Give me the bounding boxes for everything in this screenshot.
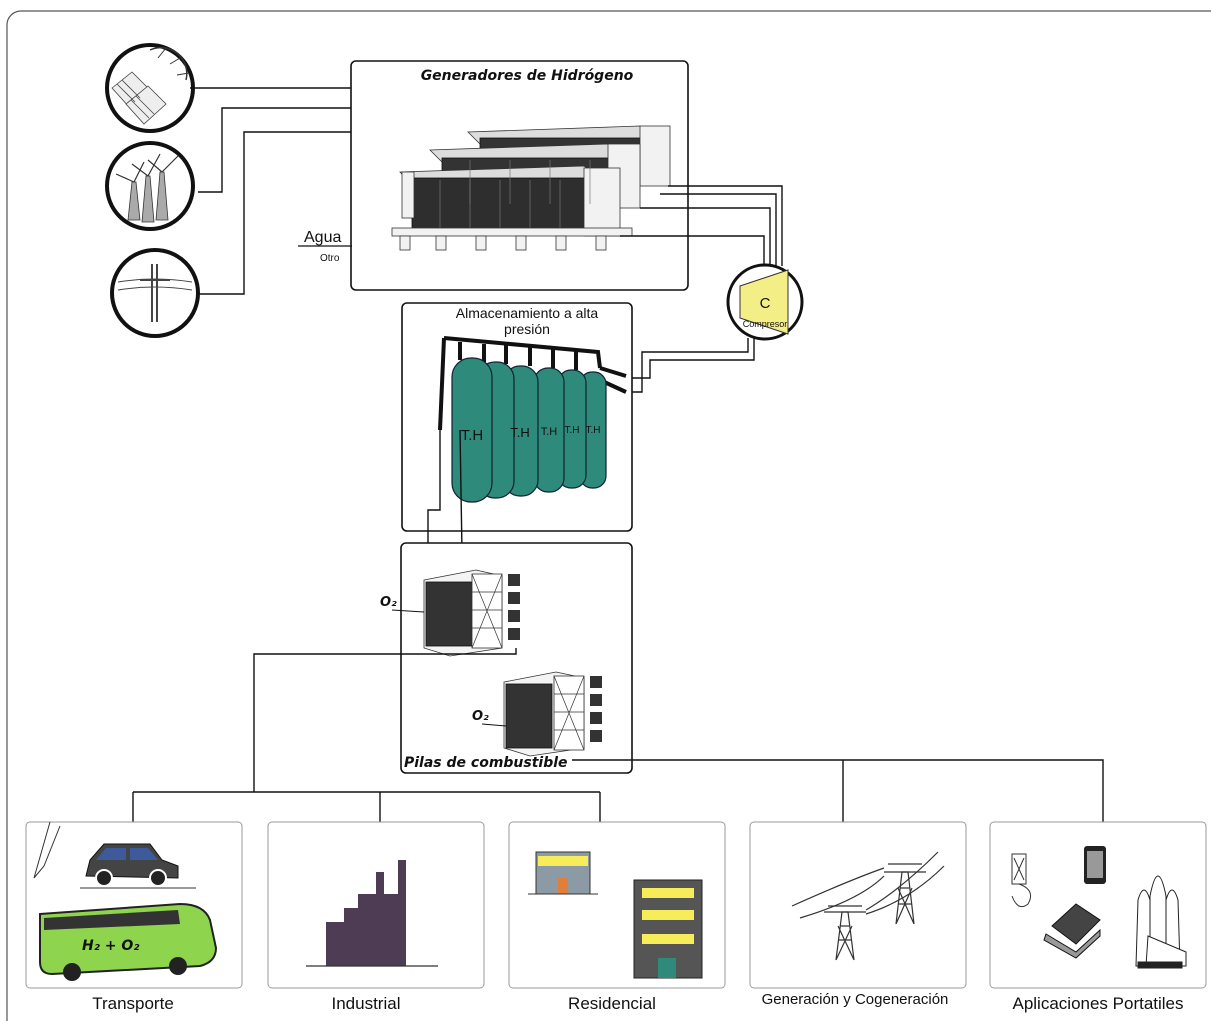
tank-label: T.H — [541, 426, 558, 438]
application-label: Industrial — [332, 994, 401, 1013]
application-label: Transporte — [92, 994, 174, 1013]
grid-source-icon — [110, 248, 200, 338]
water-input: Agua Otro — [298, 229, 352, 264]
compressor: C Compresor — [726, 263, 804, 341]
wind-source-icon — [105, 141, 195, 231]
application-portable — [989, 821, 1207, 989]
oxygen-label: O₂ — [380, 595, 397, 610]
hydrogen-output-lines — [620, 185, 783, 266]
application-label: Residencial — [568, 994, 656, 1013]
factory-icon — [306, 860, 438, 967]
tank-labels: T.H T.H T.H T.H T.H — [461, 425, 601, 444]
transmission-tower-icon — [791, 851, 945, 961]
tank-label: T.H — [586, 425, 601, 436]
application-label: Generación y Cogeneración — [762, 991, 949, 1008]
tank-label: T.H — [510, 425, 530, 440]
compressor-symbol: C — [760, 295, 771, 312]
hydrogen-tank — [451, 357, 493, 503]
application-label: Aplicaciones Portatiles — [1012, 994, 1183, 1013]
application-transport: H₂ + O₂ — [25, 821, 243, 989]
battery-pack-icon — [1011, 853, 1031, 908]
apartment-building-icon — [633, 879, 703, 979]
smartphone-icon — [1084, 846, 1106, 884]
bus-icon: H₂ + O₂ — [39, 902, 218, 981]
oxygen-label: O₂ — [472, 709, 489, 724]
fuel-cells-title: Pilas de combustible — [404, 755, 568, 771]
laptop-icon — [1043, 903, 1101, 959]
application-residential — [508, 821, 726, 989]
water-label: Agua — [304, 229, 341, 246]
compressor-label: Compresor — [743, 319, 788, 329]
fuel-cell-stack: O₂ — [472, 671, 602, 757]
fuel-cell-stack: O₂ — [380, 569, 520, 657]
compressed-hydrogen-lines — [606, 338, 755, 393]
solar-source-icon — [105, 43, 195, 133]
bus-text: H₂ + O₂ — [82, 938, 140, 954]
tank-label: T.H — [461, 427, 484, 444]
other-label: Otro — [320, 253, 340, 264]
application-power-generation — [749, 821, 967, 989]
hydrogen-tanks — [451, 357, 607, 503]
tank-label: T.H — [565, 425, 580, 436]
outer-frame — [6, 10, 1211, 1021]
storage-title-line1: Almacenamiento a alta — [456, 305, 599, 321]
car-icon — [80, 843, 196, 889]
application-industrial — [267, 821, 485, 989]
electrolyzer-stacks — [391, 125, 671, 251]
generators-title: Generadores de Hidrógeno — [421, 68, 634, 84]
storage-title-line2: presión — [504, 321, 550, 337]
space-shuttle-icon — [1135, 875, 1187, 969]
house-icon — [528, 851, 598, 895]
distribution-lines — [132, 648, 1104, 822]
